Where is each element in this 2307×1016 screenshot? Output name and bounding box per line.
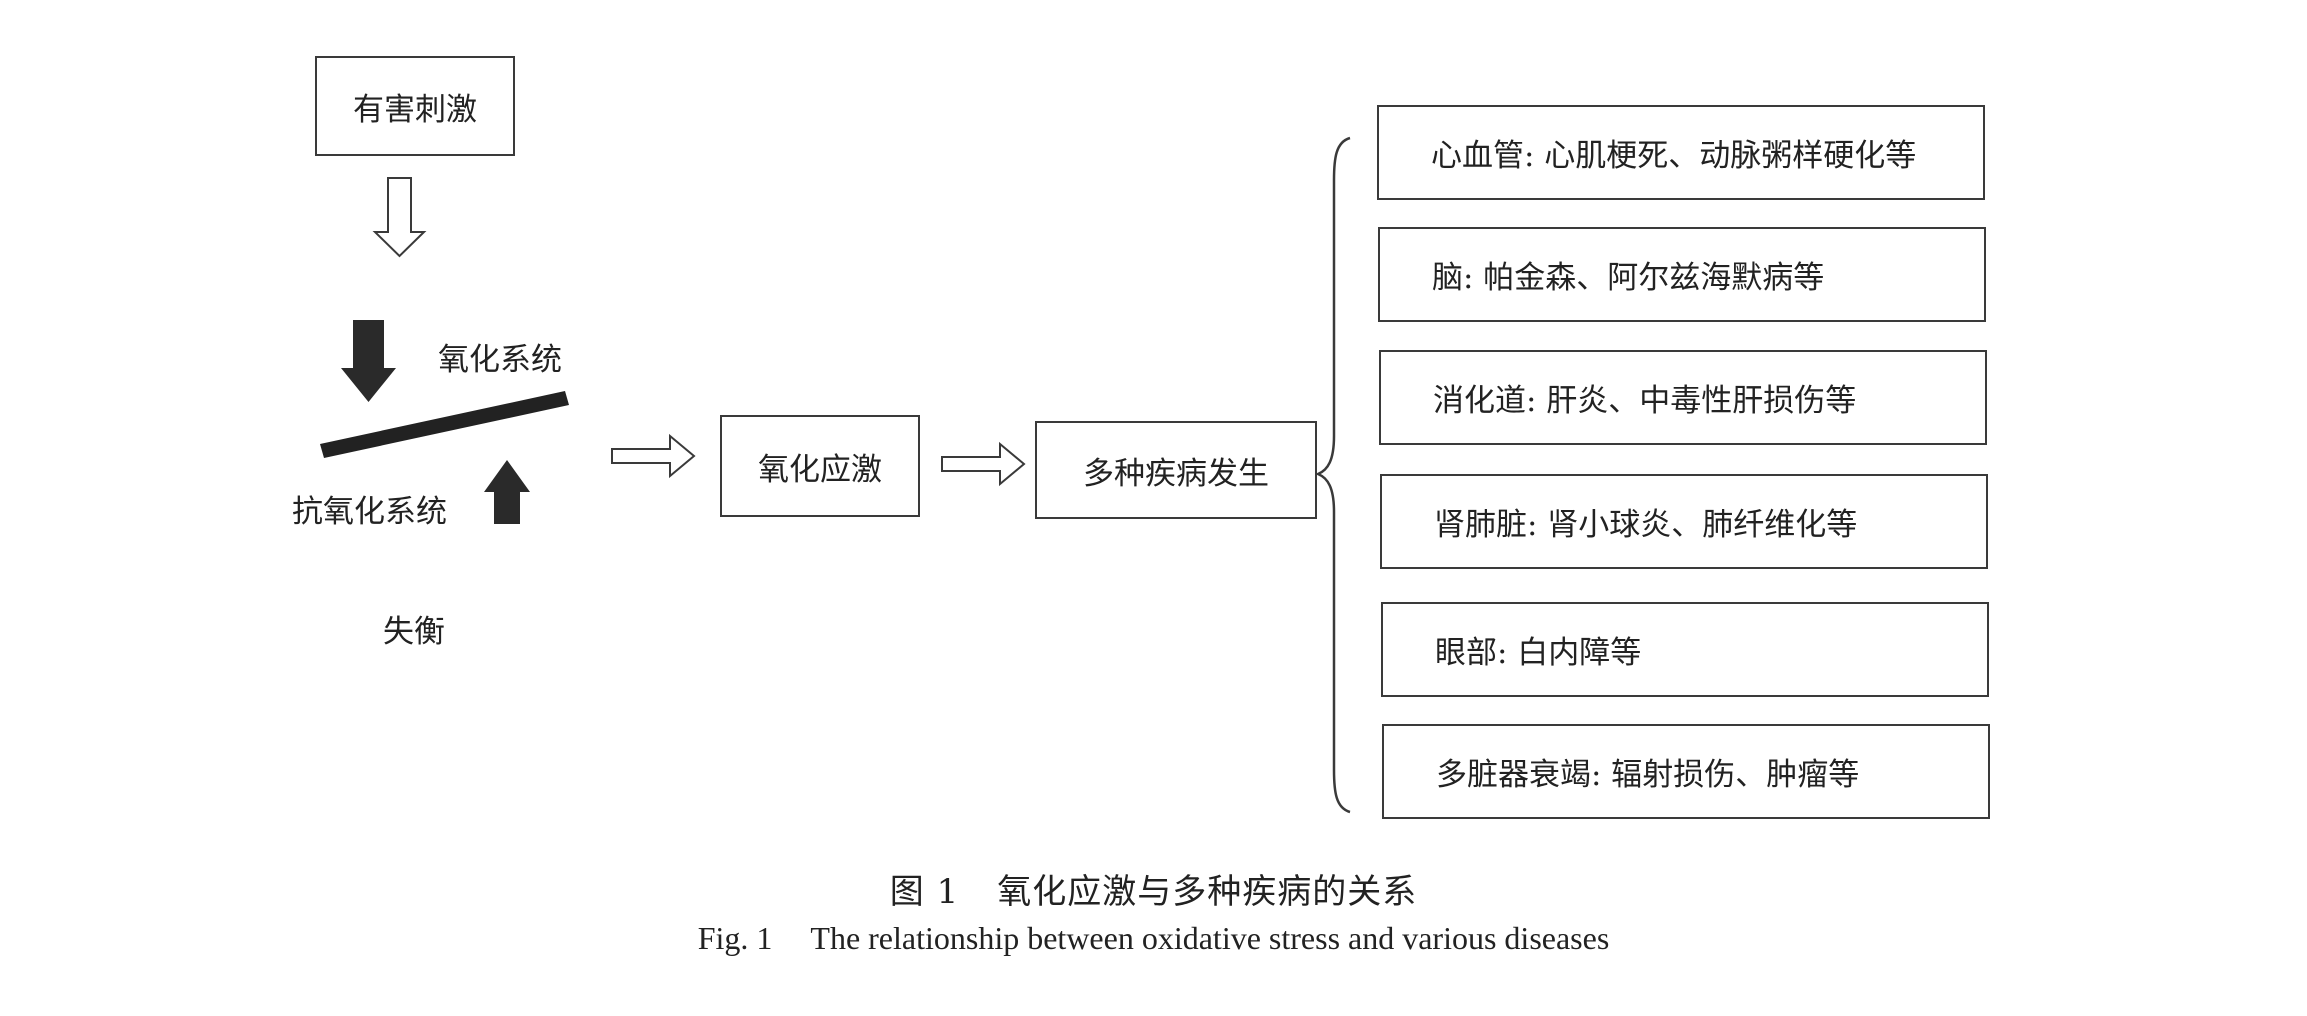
disease-category-box: 心血管: 心肌梗死、动脉粥样硬化等 (1377, 105, 1985, 200)
disease-category-label: 消化道: 肝炎、中毒性肝损伤等 (1433, 383, 1857, 419)
disease-category-label: 心血管: 心肌梗死、动脉粥样硬化等 (1431, 138, 1917, 174)
hollow-right-arrow-icon (611, 433, 696, 479)
seesaw-bar (320, 391, 569, 458)
figure-number-en: Fig. 1 (697, 920, 773, 956)
antioxidation-system-label: 抗氧化系统 (292, 494, 447, 530)
solid-up-arrow-icon (484, 460, 530, 524)
disease-category-box: 肾肺脏: 肾小球炎、肺纤维化等 (1380, 474, 1988, 569)
disease-category-label: 脑: 帕金森、阿尔兹海默病等 (1432, 260, 1825, 296)
figure-title-en: The relationship between oxidative stres… (810, 920, 1610, 956)
disease-category-label: 肾肺脏: 肾小球炎、肺纤维化等 (1434, 507, 1858, 543)
figure-title-zh: 氧化应激与多种疾病的关系 (997, 872, 1418, 912)
figure-caption-zh: 图 1 氧化应激与多种疾病的关系 (0, 864, 2307, 913)
hollow-right-arrow-icon (941, 441, 1026, 487)
oxidative-stress-box: 氧化应激 (720, 415, 920, 517)
curly-brace (1314, 136, 1351, 814)
disease-category-label: 眼部: 白内障等 (1435, 635, 1642, 671)
disease-category-label: 多脏器衰竭: 辐射损伤、肿瘤等 (1436, 757, 1860, 793)
disease-category-box: 多脏器衰竭: 辐射损伤、肿瘤等 (1382, 724, 1990, 819)
figure-caption-en: Fig. 1 The relationship between oxidative… (0, 920, 2307, 957)
harmful-stimulus-box: 有害刺激 (315, 56, 515, 156)
multiple-diseases-box: 多种疾病发生 (1035, 421, 1317, 519)
oxidative-stress-label: 氧化应激 (758, 451, 882, 488)
disease-category-box: 脑: 帕金森、阿尔兹海默病等 (1378, 227, 1986, 322)
disease-category-box: 眼部: 白内障等 (1381, 602, 1989, 697)
harmful-stimulus-label: 有害刺激 (353, 91, 477, 128)
imbalance-label: 失衡 (383, 614, 445, 650)
oxidation-system-label: 氧化系统 (438, 342, 562, 378)
hollow-down-arrow-icon (372, 177, 427, 258)
solid-down-arrow-icon (341, 320, 396, 402)
disease-category-box: 消化道: 肝炎、中毒性肝损伤等 (1379, 350, 1987, 445)
figure-number-zh: 图 1 (889, 872, 960, 912)
multiple-diseases-label: 多种疾病发生 (1083, 455, 1269, 492)
